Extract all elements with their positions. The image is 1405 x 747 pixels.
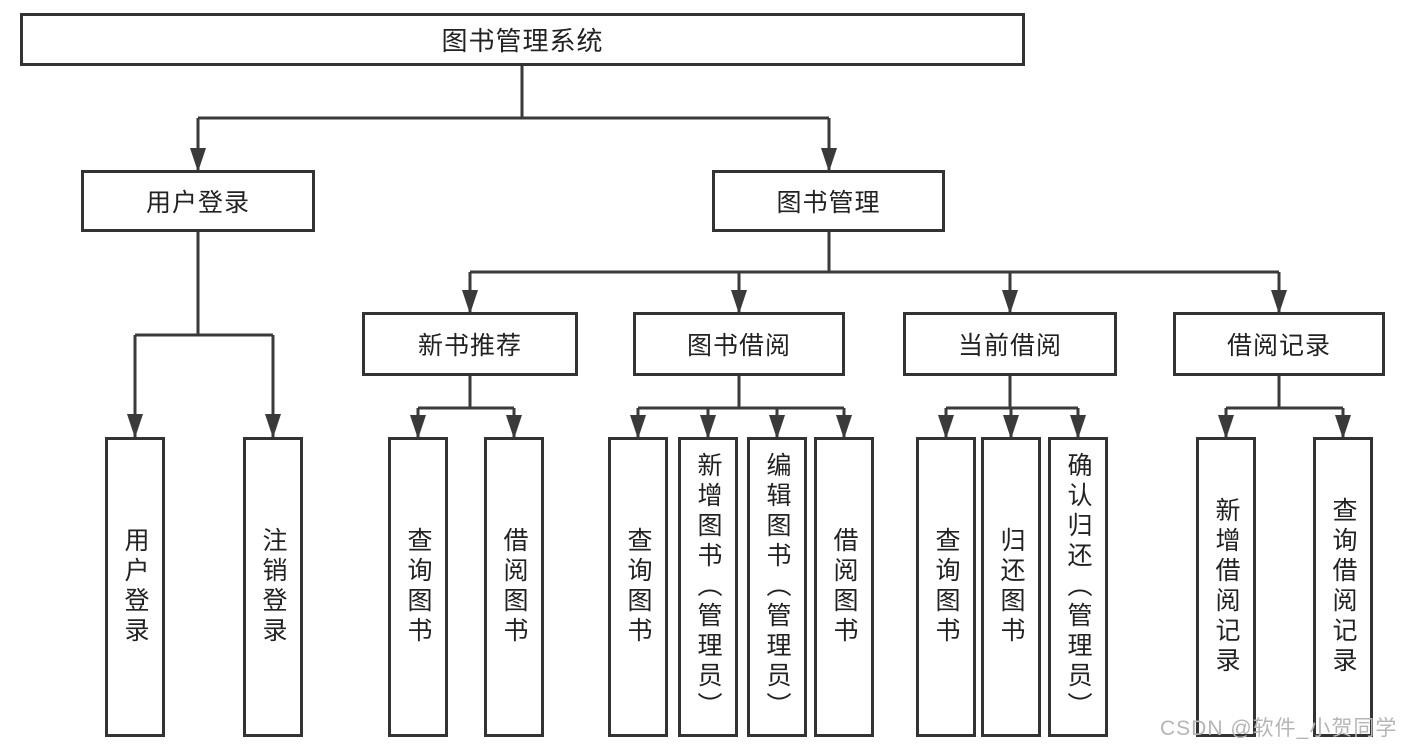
leaf-query-books-1: 查询图书 [388,437,448,737]
node-book-borrow-label: 图书借阅 [686,332,791,360]
node-borrow-records: 借阅记录 [1173,312,1385,376]
csdn-watermark: CSDN @软件_小贺同学 [1160,717,1398,740]
connector-strokes [133,66,1345,438]
node-borrow-records-label: 借阅记录 [1226,332,1331,360]
leaf-query-books-3-label: 查询图书 [932,527,960,647]
leaf-user-login: 用户登录 [105,437,165,737]
node-book-management-label: 图书管理 [776,189,881,217]
leaf-borrow-books-2: 借阅图书 [814,437,874,737]
leaf-query-books-2-label: 查询图书 [624,527,652,647]
leaf-confirm-return-admin: 确认归还（管理员） [1048,437,1108,737]
node-book-management: 图书管理 [712,170,945,232]
leaf-add-borrow-record-label: 新增借阅记录 [1212,497,1240,677]
leaf-confirm-return-admin-label: 确认归还（管理员） [1064,452,1092,722]
node-library-system-label: 图书管理系统 [441,26,604,56]
leaf-query-borrow-record-label: 查询借阅记录 [1329,497,1357,677]
leaf-query-books-3: 查询图书 [916,437,976,737]
node-book-borrow: 图书借阅 [633,312,845,376]
leaf-edit-book-admin-label: 编辑图书（管理员） [763,452,791,722]
arrowheads [127,148,1351,439]
leaf-add-book-admin: 新增图书（管理员） [678,437,738,737]
leaf-borrow-books-1: 借阅图书 [484,437,544,737]
leaf-query-books-2: 查询图书 [608,437,668,737]
leaf-logout: 注销登录 [243,437,303,737]
leaf-add-book-admin-label: 新增图书（管理员） [694,452,722,722]
leaf-query-borrow-record: 查询借阅记录 [1313,437,1373,737]
leaf-borrow-books-1-label: 借阅图书 [500,527,528,647]
node-user-login: 用户登录 [81,170,315,232]
leaf-return-books: 归还图书 [981,437,1041,737]
node-library-system: 图书管理系统 [20,13,1025,66]
node-current-borrow-label: 当前借阅 [957,332,1062,360]
leaf-query-books-1-label: 查询图书 [404,527,432,647]
leaf-return-books-label: 归还图书 [997,527,1025,647]
leaf-logout-label: 注销登录 [259,527,287,647]
leaf-borrow-books-2-label: 借阅图书 [830,527,858,647]
node-new-book-recommend-label: 新书推荐 [417,332,522,360]
leaf-add-borrow-record: 新增借阅记录 [1196,437,1256,737]
leaf-edit-book-admin: 编辑图书（管理员） [747,437,807,737]
leaf-user-login-label: 用户登录 [121,527,149,647]
node-current-borrow: 当前借阅 [903,312,1117,376]
node-new-book-recommend: 新书推荐 [362,312,578,376]
node-user-login-label: 用户登录 [145,189,250,217]
